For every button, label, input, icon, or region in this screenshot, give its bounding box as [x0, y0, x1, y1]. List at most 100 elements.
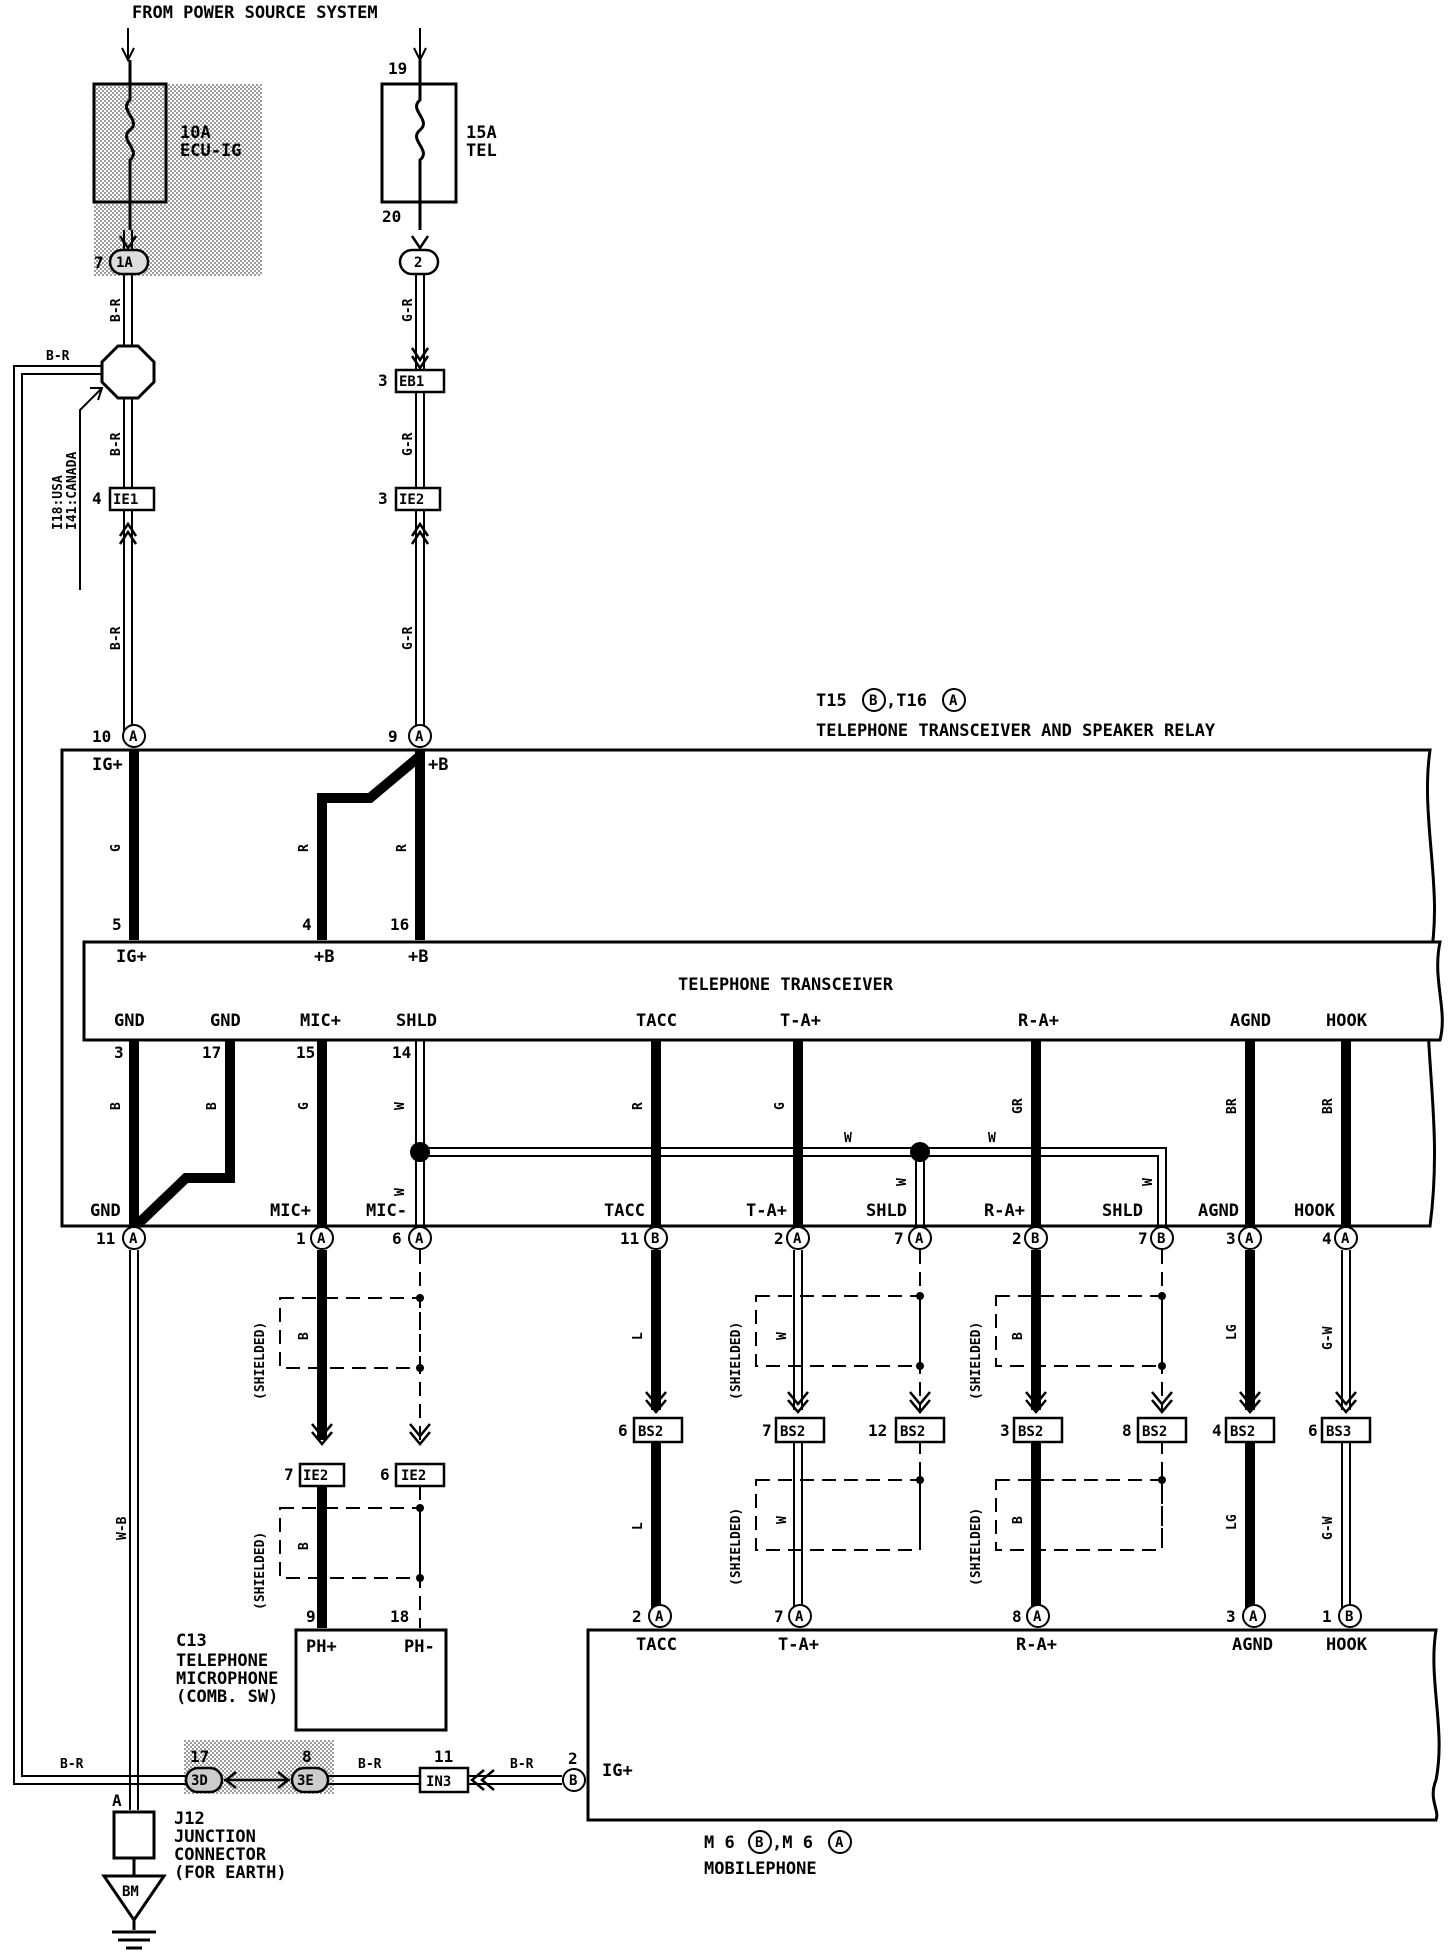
bs-pin: 6 [1308, 1421, 1318, 1440]
conn-3d [184, 1766, 224, 1794]
relay-pin-9-marker [408, 724, 432, 748]
shield-splice-2 [910, 1142, 930, 1162]
wire-label-wb: W-B [115, 1516, 130, 1540]
wire-label-l-2: L [631, 1522, 646, 1530]
usa-label: I18:USA [51, 475, 66, 530]
relay-id: T15 B ,T16 A [816, 688, 966, 712]
wire-label-w-ta-1: W [775, 1332, 790, 1340]
mobile-pin-letter: A [795, 1609, 804, 1625]
bs-arrows [645, 1391, 1357, 1414]
shield-box-ta-upper [755, 1295, 921, 1367]
relay-bottom-letter: B [1157, 1231, 1165, 1247]
br-feed-wire [123, 230, 133, 740]
in3-pin: 11 [434, 1747, 453, 1766]
bs-pin: 3 [1000, 1421, 1010, 1440]
relay-term-shld-2: SHLD [1102, 1201, 1143, 1221]
wire-label-g-int-2: G [297, 1102, 312, 1110]
wire-label-r-int-3: R [631, 1102, 646, 1110]
wire-label-b-int-1: B [109, 1102, 124, 1110]
transceiver-pin-3: 3 [114, 1043, 124, 1062]
power-source-arrows [121, 28, 427, 63]
ie2-upper-pin: 3 [378, 489, 388, 508]
ie1-arrow [118, 521, 138, 545]
transceiver-pin-14: 14 [392, 1043, 411, 1062]
ground-icon [112, 1920, 156, 1950]
mobile-term-tacc: TACC [636, 1635, 677, 1655]
mobile-ig-pin-letter: B [569, 1773, 577, 1789]
mobilephone-box [586, 1628, 1441, 1822]
ie2-lower-pin-7: 7 [284, 1465, 294, 1484]
ia-connector [108, 248, 150, 276]
shield-node [416, 1574, 424, 1582]
mobile-pin: 7 [774, 1607, 784, 1626]
relay-bottom-letter: B [1031, 1231, 1039, 1247]
ia-connector-label: 1A [116, 255, 133, 271]
j12-line-1: JUNCTION [174, 1827, 256, 1847]
relay-bottom-pin: 11 [620, 1229, 639, 1248]
tel-fuse-name: TEL [466, 141, 497, 161]
mobile-pin: 1 [1322, 1607, 1332, 1626]
power-source-label: FROM POWER SOURCE SYSTEM [132, 3, 378, 23]
wire-label-br-loop: B-R [46, 349, 70, 364]
wire-label-br-2: B-R [109, 432, 124, 456]
conn-3d-pin: 17 [190, 1747, 209, 1766]
mobile-pins: 2 A 7 A 8 A 3 A 1 B [632, 1604, 1362, 1628]
relay-bottom-letter: A [129, 1231, 138, 1247]
mobile-term-agnd: AGND [1232, 1635, 1273, 1655]
ie2-lower-label-2: IE2 [401, 1468, 426, 1484]
mobile-pin-letter: A [1033, 1609, 1042, 1625]
relay-term-shld-1: SHLD [866, 1201, 907, 1221]
mobile-ig-label: IG+ [602, 1761, 633, 1781]
relay-bottom-pin: 11 [96, 1229, 115, 1248]
transceiver-term-shld: SHLD [396, 1011, 437, 1031]
relay-bottom-pin: 6 [392, 1229, 402, 1248]
bs-label: BS3 [1326, 1424, 1351, 1440]
relay-term-mic-plus: MIC+ [270, 1201, 311, 1221]
conn-3d-label: 3D [191, 1773, 208, 1789]
relay-bottom-pin: 4 [1322, 1229, 1332, 1248]
wire-label-w-int-1: W [393, 1102, 408, 1110]
mobile-term-ra: R-A+ [1016, 1635, 1057, 1655]
relay-bottom-letter: A [317, 1231, 326, 1247]
conn-3e-pin: 8 [302, 1747, 312, 1766]
canada-label: I41:CANADA [65, 452, 80, 530]
ecu-fuse-amp: 10A [180, 123, 211, 143]
mobile-pin: 3 [1226, 1607, 1236, 1626]
wire-label-w-bus-1: W [844, 1131, 852, 1146]
relay-bottom-pin: 2 [1012, 1229, 1022, 1248]
usa-canada-pointer [79, 387, 104, 590]
shield-box-ra-upper [995, 1295, 1163, 1367]
mobile-pin-letter: B [1345, 1609, 1353, 1625]
transceiver-title: TELEPHONE TRANSCEIVER [678, 975, 894, 995]
mobile-ig-pin-marker [562, 1768, 586, 1792]
bs-pin: 6 [618, 1421, 628, 1440]
wire-ta [793, 1250, 803, 1610]
wire-label-gr-3: G-R [401, 626, 416, 650]
relay-bottom-pin: 7 [894, 1229, 904, 1248]
internal-wire-gnd-2 [134, 1040, 235, 1228]
svg-text:,T16: ,T16 [886, 691, 927, 711]
svg-text:B: B [755, 1835, 763, 1851]
transceiver-pin-16: 16 [390, 915, 409, 934]
ie2-lower-connector-2 [394, 1462, 446, 1488]
bs-pin: 7 [762, 1421, 772, 1440]
internal-wire-shld [415, 1040, 425, 1230]
shield-box-ta-lower [755, 1479, 921, 1551]
circle-2-label: 2 [414, 255, 422, 271]
shield-node [416, 1364, 424, 1372]
tel-fuse-amp: 15A [466, 123, 497, 143]
mic-id: C13 [176, 1631, 207, 1651]
shield-bus [420, 1147, 1167, 1230]
transceiver-term-agnd: AGND [1230, 1011, 1271, 1031]
relay-pin-10-marker [122, 724, 146, 748]
ie2-lower-pin-6: 6 [380, 1465, 390, 1484]
mic-pin-18: 18 [390, 1607, 409, 1626]
conn-3e [290, 1766, 330, 1794]
relay-term-mic-minus: MIC- [366, 1201, 407, 1221]
shield-node [1158, 1362, 1166, 1370]
j12-pin: A [112, 1791, 122, 1810]
relay-pin-9: 9 [388, 727, 398, 746]
wire-label-br-bottom-3: B-R [510, 1757, 534, 1772]
relay-b-label: +B [428, 755, 448, 775]
